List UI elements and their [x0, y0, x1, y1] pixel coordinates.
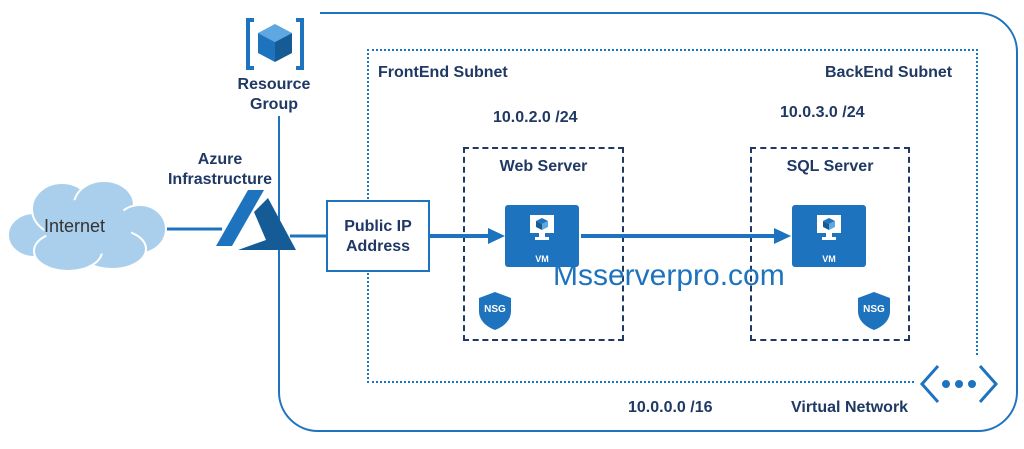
- vm-monitor-icon: [530, 215, 554, 240]
- web-server-title: Web Server: [499, 158, 588, 175]
- frontend-subnet-cidr: 10.0.2.0 /24: [493, 109, 578, 126]
- arrow-to-sql-vm: [774, 228, 791, 244]
- backend-subnet-title: BackEnd Subnet: [825, 64, 953, 81]
- resource-group-cube-icon: [246, 18, 304, 70]
- public-ip-label-line1: Public IP: [344, 218, 412, 235]
- sql-server-vm: VM: [792, 205, 866, 267]
- azure-label-line2: Infrastructure: [167, 171, 273, 188]
- vm-monitor-icon: [817, 215, 841, 240]
- web-server-nsg-label: NSG: [484, 304, 506, 315]
- nsg-shield-icon: [479, 292, 511, 330]
- sql-server-title: SQL Server: [786, 158, 874, 175]
- vnet-dots-icon: [920, 365, 998, 403]
- virtual-network-cidr: 10.0.0.0 /16: [628, 399, 713, 416]
- resource-group-label-line1: Resource: [237, 76, 311, 93]
- azure-logo-icon: [216, 190, 296, 250]
- sql-server-nsg: NSG: [856, 291, 892, 331]
- web-server-vm: VM: [505, 205, 579, 267]
- public-ip-label-line2: Address: [345, 238, 411, 255]
- web-server-vm-label: VM: [535, 254, 549, 264]
- sql-server-box: [750, 147, 910, 341]
- internet-label: Internet: [44, 216, 106, 236]
- azure-label-line1: Azure: [197, 151, 243, 168]
- watermark-text: Msserverpro.com: [553, 259, 785, 292]
- frontend-subnet-title: FrontEnd Subnet: [378, 64, 508, 81]
- nsg-shield-icon: [858, 292, 890, 330]
- sql-server-vm-label: VM: [822, 254, 836, 264]
- arrow-to-web-vm: [488, 228, 505, 244]
- public-ip-address-box: [326, 200, 430, 272]
- sql-server-nsg-label: NSG: [863, 304, 885, 315]
- virtual-network-title: Virtual Network: [791, 399, 909, 416]
- cloud-icon: [7, 180, 167, 272]
- resource-group-label-line2: Group: [250, 96, 298, 113]
- backend-subnet-cidr: 10.0.3.0 /24: [780, 104, 865, 121]
- web-server-box: [463, 147, 624, 341]
- web-server-nsg: NSG: [477, 291, 513, 331]
